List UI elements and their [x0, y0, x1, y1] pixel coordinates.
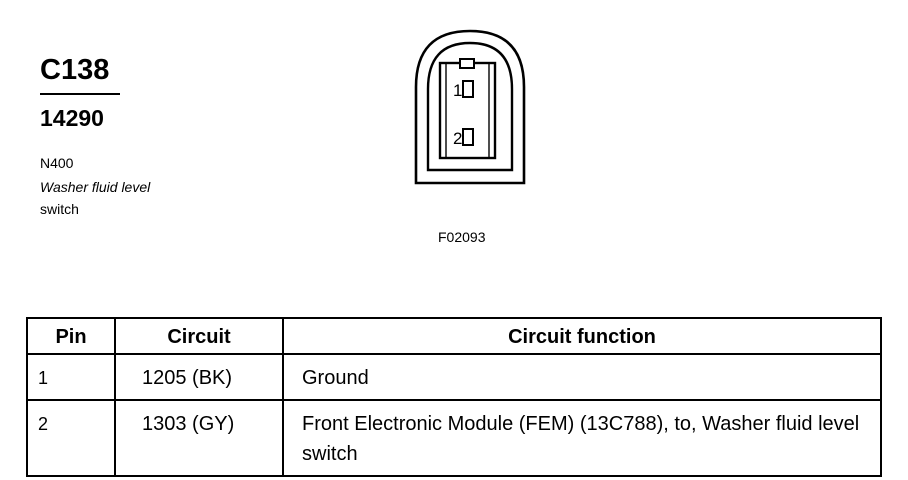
header-circuit: Circuit [114, 317, 284, 355]
header-circuit-function: Circuit function [282, 317, 882, 355]
connector-description-line2: switch [40, 201, 79, 217]
figure-id: F02093 [438, 229, 486, 245]
row-2-circuit: 1303 (GY) [114, 399, 284, 477]
connector-inner-shell [426, 41, 514, 172]
connector-id: C138 [40, 54, 110, 86]
row-1-pin: 1 [26, 353, 116, 401]
table-row: 2 1303 (GY) Front Electronic Module (FEM… [26, 399, 882, 477]
connector-description: Washer fluid level switch [40, 176, 200, 220]
row-1-circuit: 1205 (BK) [114, 353, 284, 401]
connector-description-line1: Washer fluid level [40, 179, 151, 195]
part-number: 14290 [40, 105, 104, 131]
title-underline [40, 93, 120, 95]
pinout-table: Pin Circuit Circuit function 1 1205 (BK)… [26, 317, 882, 477]
locking-tab [459, 58, 475, 69]
table-row: 1 1205 (BK) Ground [26, 353, 882, 401]
pin-1-terminal [462, 80, 474, 98]
header-pin: Pin [26, 317, 116, 355]
row-2-function: Front Electronic Module (FEM) (13C788), … [282, 399, 882, 477]
pin-1-label: 1 [453, 81, 462, 100]
pin-2-label: 2 [453, 129, 462, 148]
pin-2-terminal [462, 128, 474, 146]
row-2-pin: 2 [26, 399, 116, 477]
connector-outer-shell [414, 29, 526, 185]
table-header-row: Pin Circuit Circuit function [26, 317, 882, 355]
connector-face-diagram: 1 2 [414, 29, 526, 185]
row-1-function: Ground [282, 353, 882, 401]
connector-code: N400 [40, 155, 74, 171]
